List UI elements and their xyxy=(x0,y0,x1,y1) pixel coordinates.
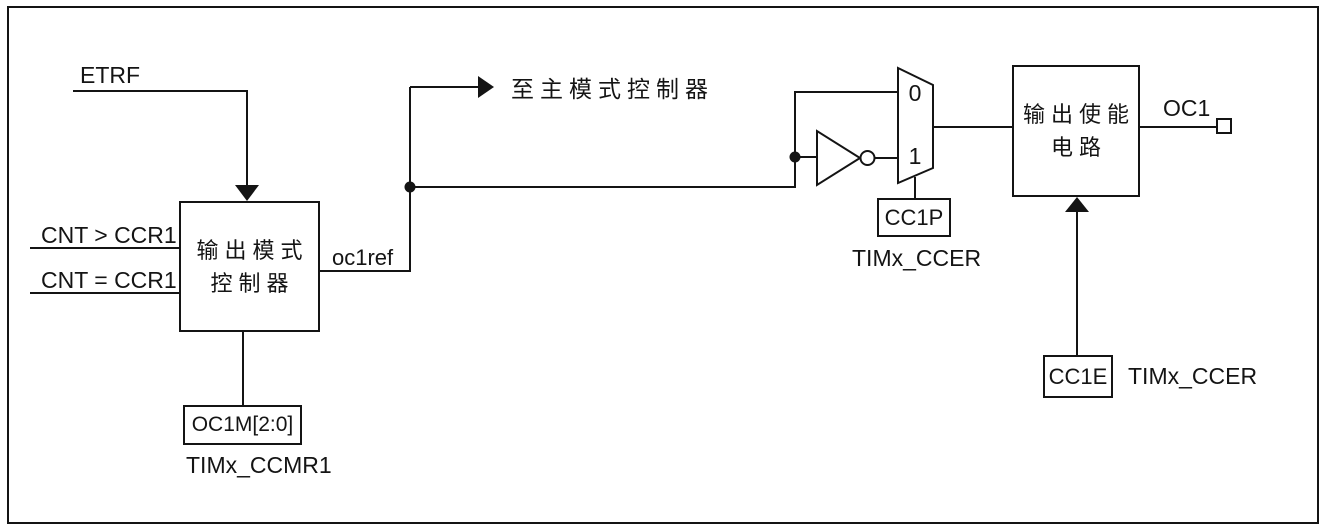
cc1e-field-label: CC1E xyxy=(1048,363,1108,389)
cnt-eq-label: CNT = CCR1 xyxy=(41,267,177,293)
cc1e-field-box: CC1E xyxy=(1043,355,1113,398)
mux-input1-label: 1 xyxy=(908,143,922,169)
block-label-line1: 输出使能 xyxy=(1022,102,1135,127)
diagram-frame xyxy=(7,6,1319,524)
block-label-line1: 输出模式 xyxy=(196,237,309,263)
etrf-label: ETRF xyxy=(80,62,141,88)
oc1ref-label: oc1ref xyxy=(332,245,394,270)
oc1-pin-pad-icon xyxy=(1216,118,1232,134)
cc1p-field-box: CC1P xyxy=(877,198,951,237)
oc1-label: OC1 xyxy=(1163,95,1211,121)
mux-input0-wire xyxy=(794,91,898,188)
block-label-line2: 控制器 xyxy=(210,270,295,296)
inverter-bubble-icon xyxy=(859,150,876,166)
mux-input0-label: 0 xyxy=(908,80,922,106)
cnt-gt-label: CNT > CCR1 xyxy=(41,222,177,248)
down-arrowhead-icon xyxy=(235,185,259,201)
polarity-mux-shape xyxy=(897,66,934,185)
inverter-triangle-icon xyxy=(816,129,862,187)
output-mode-controller-block: 输出模式 控制器 xyxy=(179,201,320,332)
etrf-wire xyxy=(73,90,248,186)
block-label-line2: 电路 xyxy=(1050,135,1107,160)
up-arrowhead-icon xyxy=(1065,197,1089,212)
not-gate xyxy=(795,129,898,187)
oc1ref-wire xyxy=(320,87,411,272)
timx-ccmr1-register-label: TIMx_CCMR1 xyxy=(186,452,332,478)
oc1m-field-box: OC1M[2:0] xyxy=(183,405,302,445)
to-master-mode-controller-label: 至主模式控制器 xyxy=(511,76,714,102)
cc1p-field-label: CC1P xyxy=(884,204,944,230)
oc1m-field-label: OC1M[2:0] xyxy=(191,413,294,436)
timx-ccer-register-label: TIMx_CCER xyxy=(852,245,982,271)
output-enable-circuit-block: 输出使能 电路 xyxy=(1012,65,1140,197)
right-arrowhead-icon xyxy=(478,76,494,98)
timx-ccer-register-label: TIMx_CCER xyxy=(1128,363,1258,389)
